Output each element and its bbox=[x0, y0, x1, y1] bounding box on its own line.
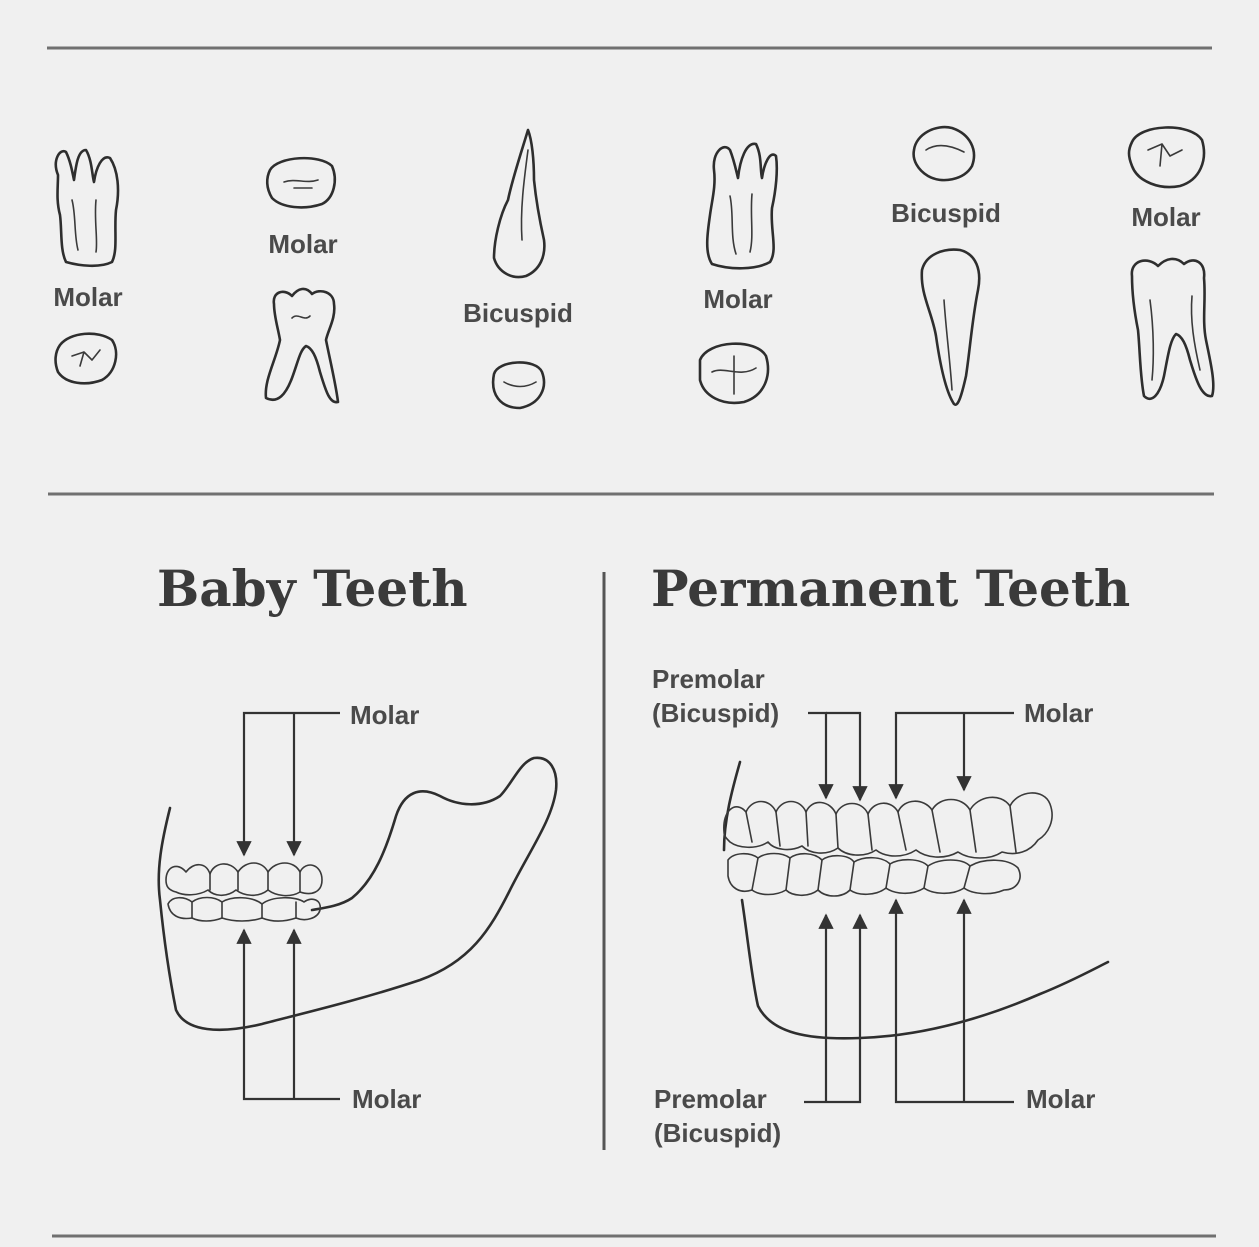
bicuspid-top-view-1 bbox=[493, 362, 544, 408]
top-label-1: Molar bbox=[53, 282, 122, 312]
molar-top-view-1 bbox=[56, 334, 117, 384]
baby-lower-arrows bbox=[244, 930, 340, 1099]
baby-lower-label: Molar bbox=[352, 1084, 421, 1114]
molar-top-view-2 bbox=[267, 158, 335, 207]
baby-teeth-title: Baby Teeth bbox=[157, 559, 468, 618]
baby-upper-arrows bbox=[244, 713, 340, 855]
permanent-upper-right-arrows bbox=[896, 713, 1014, 798]
baby-upper-teeth bbox=[166, 863, 322, 896]
top-label-6: Molar bbox=[1131, 202, 1200, 232]
perm-upper-left-label-1: Premolar bbox=[652, 664, 765, 694]
molar-side-view-4 bbox=[1132, 259, 1213, 399]
bicuspid-side-view-1 bbox=[494, 130, 544, 277]
permanent-lower-left-arrows bbox=[804, 915, 860, 1102]
molar-top-view-3 bbox=[1129, 127, 1204, 187]
molar-side-view-3 bbox=[707, 144, 777, 268]
molar-side-view-1 bbox=[56, 150, 118, 266]
baby-upper-label: Molar bbox=[350, 700, 419, 730]
top-label-3: Bicuspid bbox=[463, 298, 573, 328]
top-label-4: Molar bbox=[703, 284, 772, 314]
perm-upper-left-label-2: (Bicuspid) bbox=[652, 698, 779, 728]
bicuspid-top-view-2 bbox=[914, 127, 974, 180]
perm-lower-right-label: Molar bbox=[1026, 1084, 1095, 1114]
perm-lower-left-label-2: (Bicuspid) bbox=[654, 1118, 781, 1148]
top-label-2: Molar bbox=[268, 229, 337, 259]
permanent-upper-teeth bbox=[724, 793, 1052, 858]
permanent-lower-teeth bbox=[728, 854, 1020, 897]
top-label-5: Bicuspid bbox=[891, 198, 1001, 228]
molar-top-view-2b bbox=[700, 344, 768, 403]
permanent-lower-right-arrows bbox=[896, 900, 1014, 1102]
permanent-teeth-title: Permanent Teeth bbox=[651, 559, 1130, 618]
perm-upper-right-label: Molar bbox=[1024, 698, 1093, 728]
permanent-upper-left-arrows bbox=[808, 713, 860, 800]
baby-jaw-outline bbox=[159, 758, 557, 1030]
baby-lower-teeth bbox=[168, 898, 320, 922]
bicuspid-side-view-2 bbox=[922, 250, 979, 405]
perm-lower-left-label-1: Premolar bbox=[654, 1084, 767, 1114]
molar-side-view-2 bbox=[266, 289, 338, 402]
